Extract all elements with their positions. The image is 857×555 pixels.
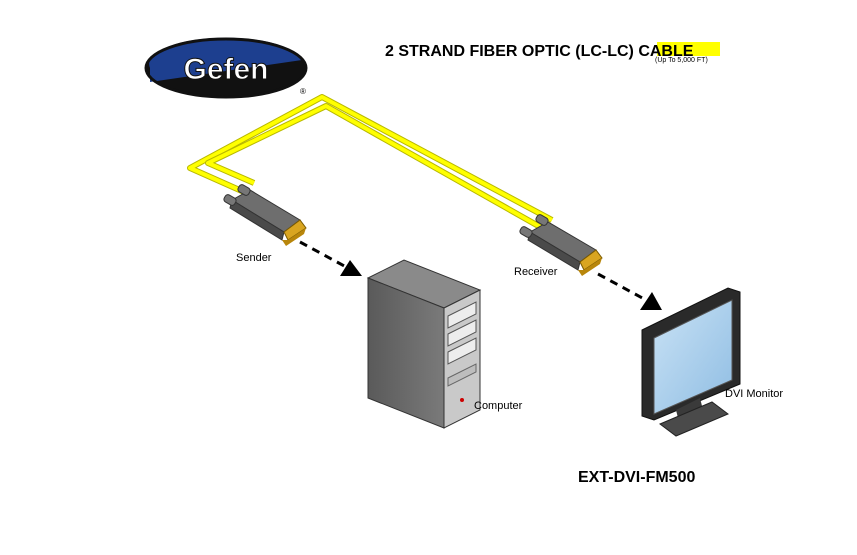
cable-title: 2 STRAND FIBER OPTIC (LC-LC) CABLE — [385, 43, 694, 60]
registered-mark: ® — [300, 87, 306, 96]
receiver-label: Receiver — [514, 266, 558, 278]
receiver-connector — [519, 214, 603, 276]
model-number: EXT-DVI-FM500 — [578, 469, 696, 486]
cable-legend-swatch — [657, 42, 720, 56]
sender-label: Sender — [236, 252, 272, 264]
monitor-label: DVI Monitor — [725, 388, 784, 400]
computer-tower-icon — [366, 259, 482, 429]
cable-length-note: (Up To 5,000 FT) — [655, 57, 708, 64]
logo-text: Gefen — [183, 53, 268, 86]
dvi-monitor-icon — [641, 287, 741, 437]
gefen-logo: Gefen ® — [144, 37, 308, 99]
computer-label: Computer — [474, 400, 523, 412]
sender-arrow — [299, 240, 362, 276]
fiber-optic-cable — [187, 94, 554, 231]
sender-connector — [223, 184, 307, 246]
receiver-arrow — [597, 272, 662, 310]
